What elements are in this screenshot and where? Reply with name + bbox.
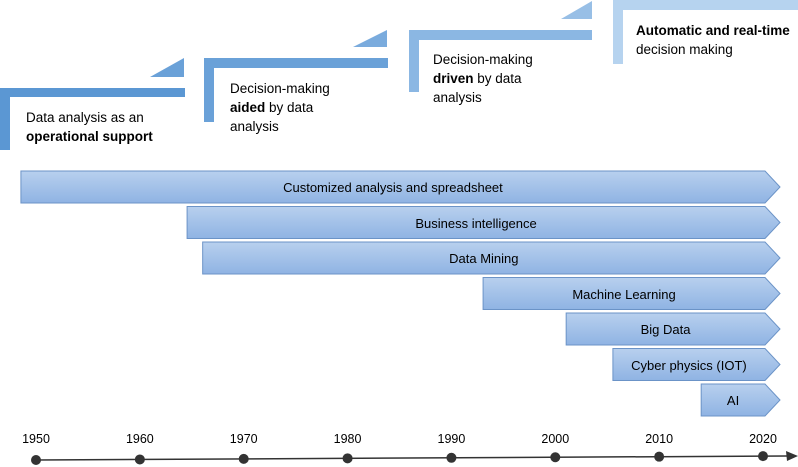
step-1-ledge: [0, 88, 185, 150]
timeline-dot-1980: [342, 453, 353, 464]
step-3-line3: analysis: [433, 90, 482, 105]
bar-label-4: Machine Learning: [572, 286, 676, 302]
bar-arrow-3: [202, 241, 781, 275]
timeline-dot-1990: [446, 452, 457, 463]
timeline-dot-1960: [134, 454, 145, 465]
timeline-arrowhead: [786, 451, 798, 461]
step-1-bold: operational support: [26, 129, 153, 144]
bar-label-6: Cyber physics (IOT): [631, 357, 747, 373]
year-label-1960: 1960: [125, 432, 154, 446]
bars-layer: [20, 170, 781, 417]
step-3-bracket: [409, 1, 592, 92]
step-3-corner-triangle: [561, 1, 592, 19]
step-2-bold: aided: [230, 100, 266, 115]
bar-arrow-6: [612, 348, 781, 381]
timeline-dot-2010: [654, 451, 665, 462]
year-label-1980: 1980: [333, 432, 362, 446]
step-2-line1: Decision-making: [230, 81, 330, 96]
bar-arrow-4: [482, 277, 781, 310]
step-2-rest: by data: [265, 100, 314, 115]
step-4-bold: Automatic and real-time: [636, 23, 790, 38]
timeline: [31, 451, 798, 465]
timeline-axis: [35, 455, 789, 461]
year-label-2020: 2020: [749, 432, 777, 446]
step-1-corner-triangle: [150, 58, 184, 77]
year-label-2010: 2010: [645, 432, 674, 446]
year-label-2000: 2000: [541, 432, 570, 446]
timeline-dot-2020: [758, 451, 768, 462]
bar-arrow-7: [700, 383, 781, 417]
bar-label-3: Data Mining: [449, 251, 519, 266]
step-4-line3: decision making: [636, 42, 733, 57]
step-3-rest: by data: [473, 71, 522, 86]
timeline-dot-2000: [550, 452, 561, 463]
bar-label-2: Business intelligence: [415, 215, 537, 231]
step-3-ledge: [409, 30, 592, 92]
timeline-dot-1950: [31, 455, 41, 465]
bar-label-5: Big Data: [640, 322, 691, 337]
step-2-corner-triangle: [353, 30, 387, 47]
step-3-text: Decision-making driven by data analysis: [433, 50, 533, 107]
bar-arrow-5: [565, 312, 781, 346]
bar-arrow-1: [20, 170, 781, 204]
step-1-line1: Data analysis as an: [26, 110, 144, 125]
bar-label-7: AI: [726, 393, 740, 408]
bar-label-1: Customized analysis and spreadsheet: [283, 180, 503, 195]
step-4-bracket: [613, 0, 798, 64]
year-label-1970: 1970: [229, 432, 258, 446]
year-label-1990: 1990: [437, 432, 466, 446]
step-1-bracket: [0, 58, 185, 150]
step-2-line3: analysis: [230, 119, 279, 134]
step-2-text: Decision-making aided by data analysis: [230, 79, 330, 136]
bar-arrow-2: [186, 206, 781, 239]
step-3-bold: driven: [433, 71, 474, 86]
step-2-ledge: [204, 58, 388, 122]
step-4-ledge: [613, 0, 798, 64]
step-4-text: Automatic and real-time decision making: [636, 21, 790, 59]
step-1-text: Data analysis as an operational support: [26, 108, 153, 146]
step-2-bracket: [204, 30, 388, 122]
year-label-1950: 1950: [22, 432, 50, 446]
step-3-line1: Decision-making: [433, 52, 533, 67]
timeline-dot-1970: [238, 453, 249, 464]
